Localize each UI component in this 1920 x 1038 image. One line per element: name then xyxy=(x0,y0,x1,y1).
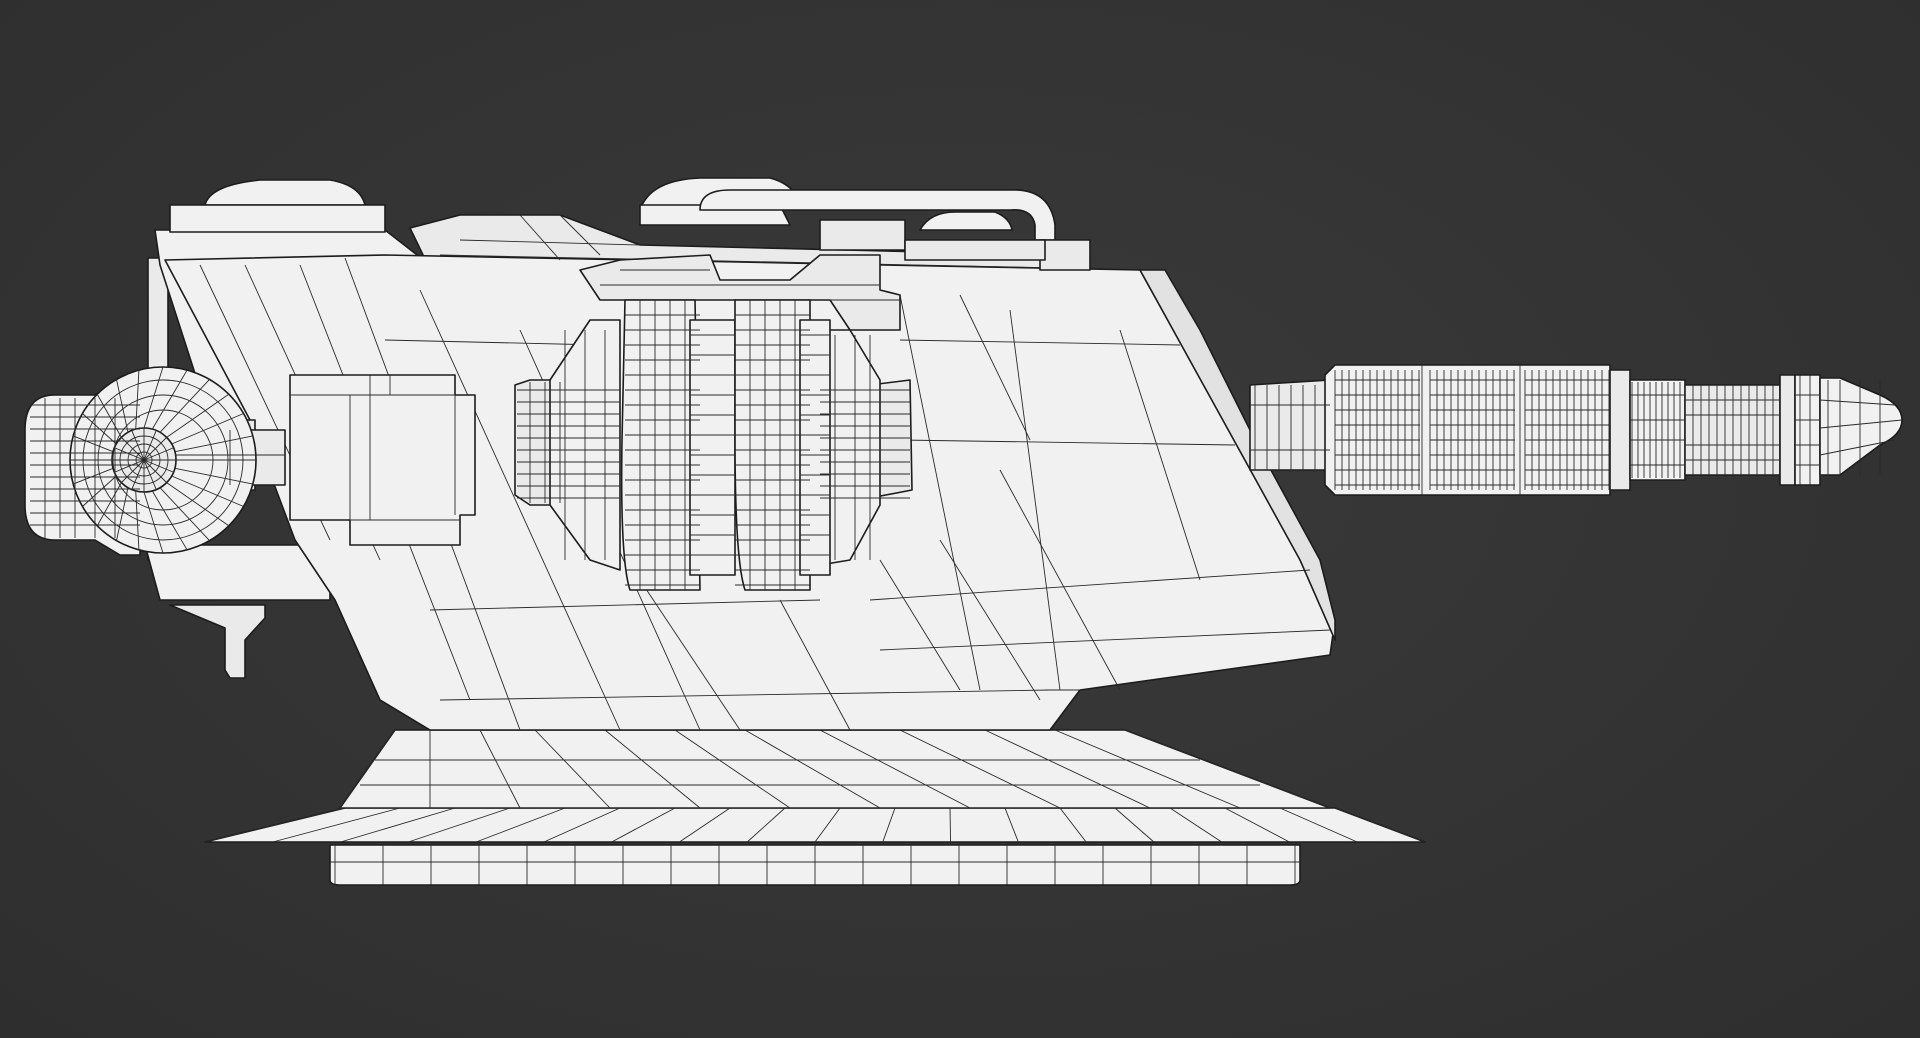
side-panel-box xyxy=(289,374,476,546)
gear-assembly xyxy=(514,254,913,591)
top-details xyxy=(169,177,1091,271)
gun-barrel xyxy=(1249,364,1903,496)
turret-base xyxy=(204,729,1426,886)
rear-sphere-mount xyxy=(24,366,286,556)
